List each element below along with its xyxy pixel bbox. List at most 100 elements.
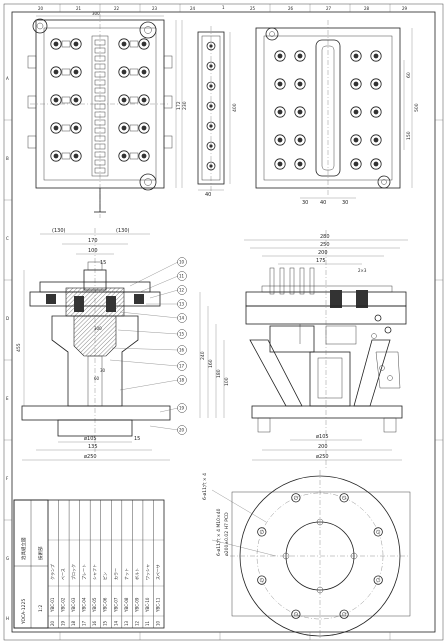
- dim-label: 40: [320, 200, 326, 206]
- company-label: 技術部: [37, 546, 44, 560]
- dim-label: 500: [414, 103, 420, 112]
- bom-part-name: ボルト: [133, 568, 139, 580]
- clamp-bolt: [370, 158, 382, 170]
- pin-hole: [282, 552, 290, 560]
- part-balloon-label: 14: [179, 316, 185, 321]
- bom-part-name: ベース: [61, 568, 66, 580]
- clamp-bolt: [118, 94, 130, 106]
- bom-part-name: カラー: [112, 568, 118, 580]
- bom-part-no: YBC-08: [124, 597, 129, 613]
- clamp-bolt: [118, 38, 130, 50]
- dim-label: 160: [208, 359, 214, 368]
- dim-label: ø105: [84, 436, 97, 442]
- bom-item-no: 17: [82, 620, 87, 626]
- bom-part-no: YBC-10: [145, 597, 150, 613]
- bom-part-name: シャフト: [92, 564, 97, 580]
- grid-label: 24: [190, 6, 196, 11]
- dim-label: 172: [176, 101, 182, 110]
- bom-item-no: 19: [61, 620, 66, 626]
- clamp-bolt: [274, 158, 286, 170]
- bom-part-name: プレート: [81, 564, 87, 580]
- pin-hole: [316, 586, 324, 594]
- bom-part-name: ピン: [103, 572, 108, 580]
- dim-label: 200: [318, 250, 328, 256]
- clamp-bolt: [138, 94, 150, 106]
- stud: [299, 267, 305, 295]
- bom-item-no: 11: [145, 620, 150, 626]
- sheet-inner-border: [11, 11, 436, 633]
- note-label: ø200±0.02 H7 PCD: [224, 512, 230, 556]
- bom-item-no: 13: [124, 620, 129, 626]
- part-balloon-label: 16: [179, 348, 185, 353]
- part-balloon-label: 19: [179, 406, 185, 411]
- top-view: 172 230 300: [27, 11, 188, 218]
- dim-label: ø250: [84, 454, 97, 460]
- clamp-bolt: [50, 94, 62, 106]
- clamp-bolt: [138, 38, 150, 50]
- clamp-bolt: [294, 134, 306, 146]
- clamp-bolt: [370, 78, 382, 90]
- note-label: 6-ø11穴 × 4: [201, 473, 208, 500]
- grid-label: 27: [326, 6, 332, 11]
- grid-label: 20: [38, 6, 44, 11]
- part-balloon: [177, 345, 187, 355]
- dim-label: 200: [318, 444, 328, 450]
- part-balloon: [177, 271, 187, 281]
- grid-label: A: [6, 76, 9, 81]
- pcd-hole: [257, 527, 267, 537]
- stud: [309, 267, 315, 295]
- part-balloon-label: 12: [179, 288, 185, 293]
- clamp-bolt: [294, 50, 306, 62]
- grid-label: 23: [152, 6, 158, 11]
- clamp-bolt: [138, 122, 150, 134]
- clamp-bolt: [70, 150, 82, 162]
- part-balloon-label: 11: [179, 274, 185, 279]
- dim-label: 455: [16, 343, 22, 352]
- pin-hole: [350, 552, 358, 560]
- pcd-hole: [291, 493, 301, 503]
- sheet-outer-border: [3, 3, 444, 641]
- scale-label: 1:2: [38, 605, 44, 612]
- stud: [279, 267, 285, 295]
- pcd-hole: [339, 493, 349, 503]
- bom-part-no: YBC-07: [113, 597, 118, 613]
- pcd-hole: [339, 609, 349, 619]
- part-balloon: [177, 285, 187, 295]
- bom-part-name: スペーサ: [154, 564, 160, 580]
- clamp-bolt: [350, 134, 362, 146]
- grid-label: 22: [114, 6, 120, 11]
- part-balloon-label: 10: [179, 260, 185, 265]
- bom-item-no: 16: [92, 620, 97, 626]
- clamp-bolt: [70, 38, 82, 50]
- bom-part-name: クランプ: [49, 564, 55, 580]
- top-view-right: 30 40 30 500 60 150: [255, 20, 420, 206]
- dim-label: 15: [100, 260, 106, 266]
- dim-label: 280: [320, 234, 330, 240]
- grid-label: F: [6, 476, 9, 481]
- bom-item-no: 18: [71, 620, 76, 626]
- grid-side-labels: A B C D E F G H: [6, 76, 9, 621]
- bom-item-no: 10: [155, 620, 160, 626]
- side-bolt: [206, 81, 216, 91]
- part-balloon: [177, 329, 187, 339]
- clamp-bolt: [294, 158, 306, 170]
- grid-label: 25: [250, 6, 256, 11]
- dim-label: 250: [320, 242, 330, 248]
- clamp-bolt: [118, 122, 130, 134]
- dim-label: 300: [92, 11, 100, 16]
- bom-part-no: YBC-03: [71, 597, 76, 613]
- part-balloon: [177, 403, 187, 413]
- bom-item-no: 20: [50, 620, 55, 626]
- bom-part-no: YBC-05: [92, 597, 97, 613]
- title-label: 治具組立図: [20, 537, 27, 560]
- dim-label: ø250: [316, 454, 329, 460]
- grid-top-labels: 20 21 22 23 24 25 26 27 28 29: [38, 6, 408, 11]
- part-balloon-label: 13: [179, 302, 185, 307]
- bom-part-no: YBC-11: [155, 597, 160, 613]
- front-section-view: (130) (130) 170 100 15 ø105 15 135 ø250: [16, 228, 187, 461]
- part-balloon: [177, 375, 187, 385]
- part-balloon: [177, 257, 187, 267]
- note-label: 6-ø11穴 × 4 M10×40: [215, 508, 222, 556]
- dim-label: (130): [52, 228, 65, 234]
- dim-label: 2×3: [358, 268, 367, 273]
